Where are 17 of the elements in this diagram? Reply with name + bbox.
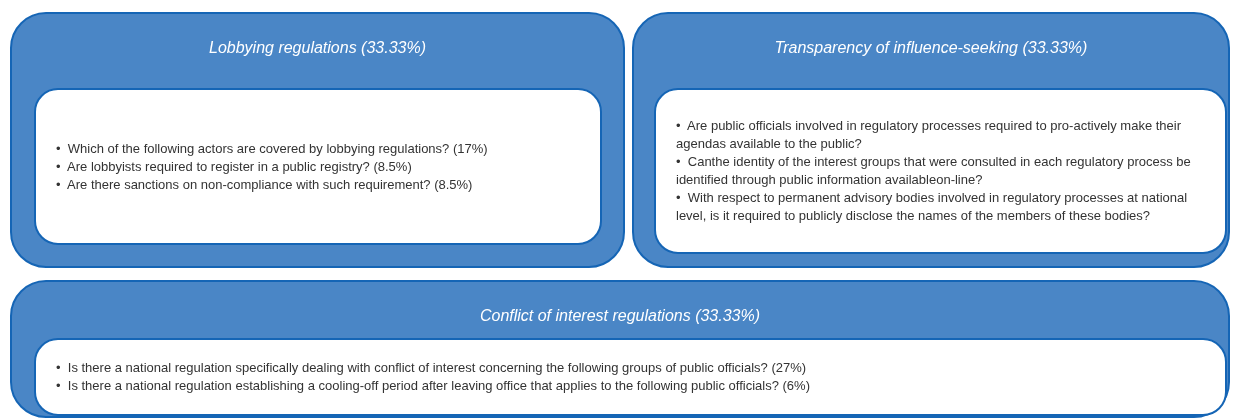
question-box xyxy=(34,338,1227,416)
category-panel xyxy=(10,12,625,268)
panel-heading: Conflict of interest regulations (33.33%) xyxy=(478,306,762,326)
bullet-question: • Is there a national regulation establishing a cooling-off period after leaving office that applies to the following public officials? (6%) xyxy=(56,377,811,395)
panel-heading: Lobbying regulations (33.33%) xyxy=(208,38,427,58)
bullet-question: • Are public officials involved in regulatory processes required to pro-actively make their agendas available to the public? xyxy=(676,117,1183,153)
question-box xyxy=(654,88,1227,254)
bullet-question: • Are lobbyists required to register in a public registry? (8.5%) xyxy=(56,157,413,176)
question-box xyxy=(34,88,602,245)
category-panel xyxy=(10,280,1230,418)
bullet-question: • Which of the following actors are covered by lobbying regulations? (17%) xyxy=(56,139,489,158)
bullet-question: • Canthe identity of the interest groups that were consulted in each regulatory process be identified through public information availableon-line? xyxy=(676,153,1192,189)
bullet-question: • Is there a national regulation specifically dealing with conflict of interest concerning the following groups of public officials? (27%) xyxy=(56,359,808,377)
bullet-question: • With respect to permanent advisory bodies involved in regulatory processes at national level, is it required to publicly disclose the names of the members of these bodies? xyxy=(676,189,1189,225)
category-panel xyxy=(632,12,1230,268)
panel-heading: Transparency of influence-seeking (33.33%) xyxy=(773,38,1089,58)
bullet-question: • Are there sanctions on non-compliance with such requirement? (8.5%) xyxy=(56,175,474,194)
